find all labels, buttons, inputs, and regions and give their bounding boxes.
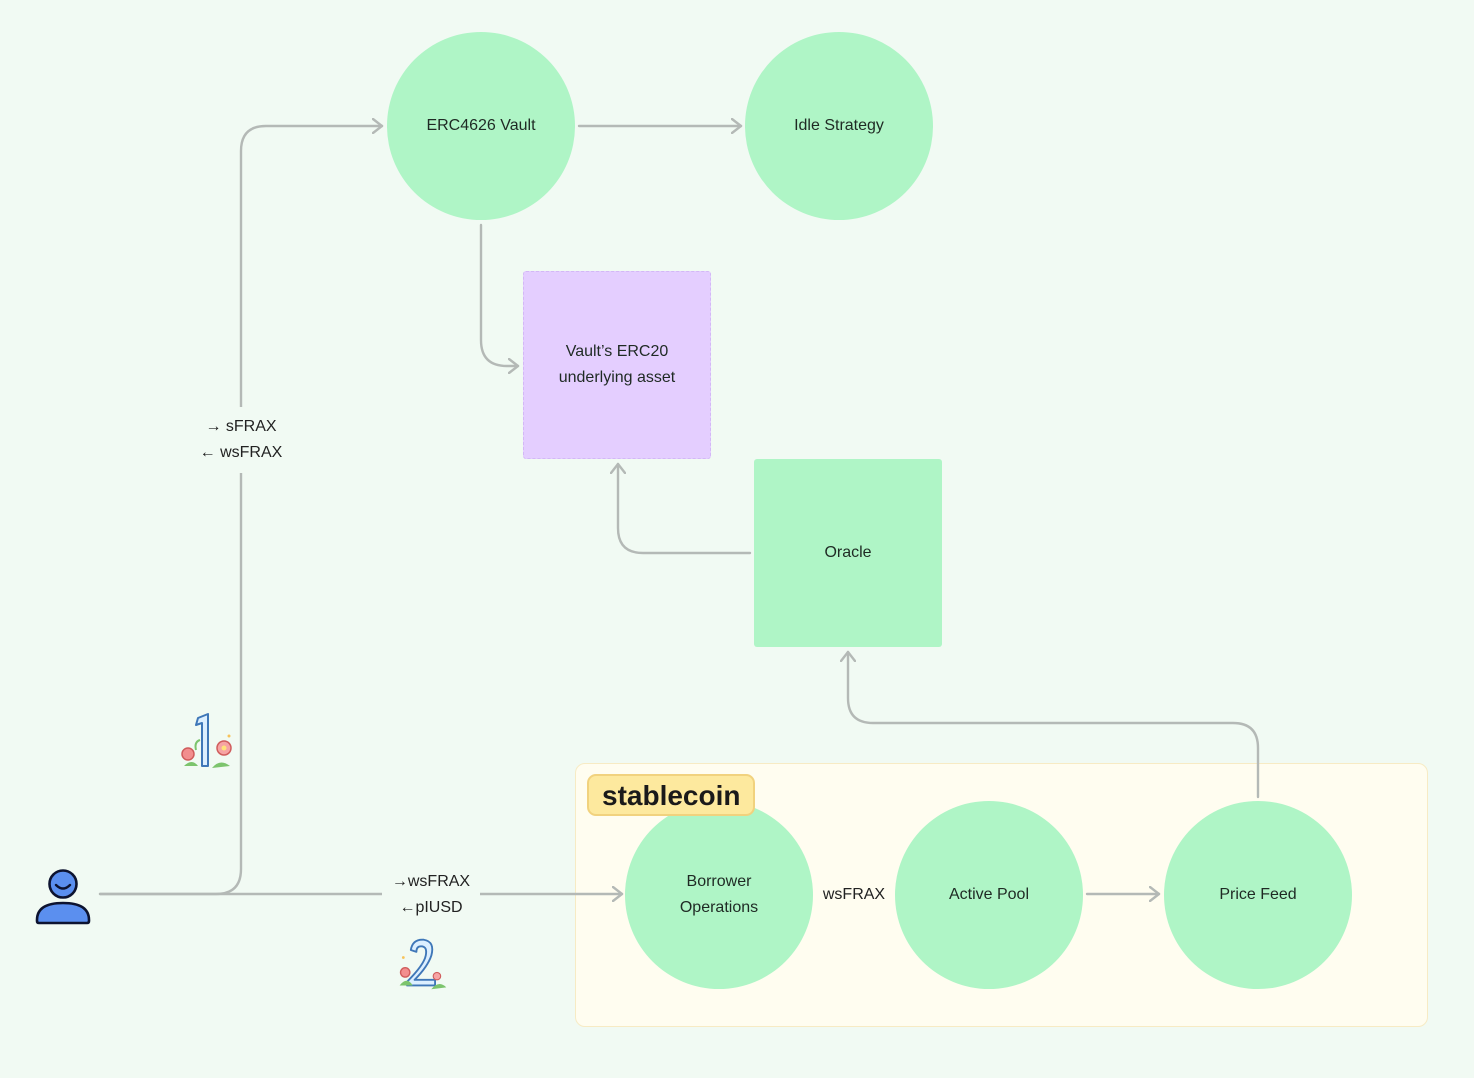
number-one-flower-icon <box>181 713 232 768</box>
stablecoin-group-label: stablecoin <box>587 774 756 816</box>
edge-label-flow2-line2: ←pIUSD <box>399 899 463 916</box>
node-active-pool-label: Active Pool <box>948 886 1030 903</box>
node-oracle[interactable]: Oracle <box>754 459 942 647</box>
node-oracle-label: Oracle <box>824 544 872 561</box>
node-underlying-asset[interactable]: Vault’s ERC20 underlying asset <box>523 271 711 459</box>
edge-label-flow1-line1: → sFRAX <box>205 418 277 435</box>
user-icon[interactable] <box>34 867 92 925</box>
edge-label-flow1-line2: ← wsFRAX <box>199 444 283 461</box>
edge-label-flow2-line1: →wsFRAX <box>391 873 471 890</box>
edge-label-borrower-to-pool: wsFRAX <box>822 886 886 903</box>
edge-vault-to-underlying <box>479 223 520 366</box>
edge-label-flow2: →wsFRAX ←pIUSD <box>382 869 480 921</box>
node-idle-strategy-label: Idle Strategy <box>794 117 884 134</box>
node-borrower-operations-line1: Borrower <box>686 873 752 890</box>
number-two-flower-icon <box>399 938 447 990</box>
node-active-pool[interactable]: Active Pool <box>895 801 1083 989</box>
edge-pricefeed-to-oracle <box>848 650 1260 799</box>
node-borrower-operations-line2: Operations <box>679 899 759 916</box>
edge-oracle-to-underlying <box>618 462 752 555</box>
node-erc4626-vault[interactable]: ERC4626 Vault <box>387 32 575 220</box>
node-price-feed-label: Price Feed <box>1219 886 1297 903</box>
node-underlying-asset-line2: underlying asset <box>558 369 676 386</box>
edge-label-flow1: → sFRAX ← wsFRAX <box>188 407 294 473</box>
node-borrower-operations[interactable]: Borrower Operations <box>625 801 813 989</box>
node-erc4626-vault-label: ERC4626 Vault <box>426 117 536 134</box>
node-idle-strategy[interactable]: Idle Strategy <box>745 32 933 220</box>
edge-user-to-vault <box>98 126 384 896</box>
node-underlying-asset-line1: Vault’s ERC20 <box>565 343 669 360</box>
node-price-feed[interactable]: Price Feed <box>1164 801 1352 989</box>
